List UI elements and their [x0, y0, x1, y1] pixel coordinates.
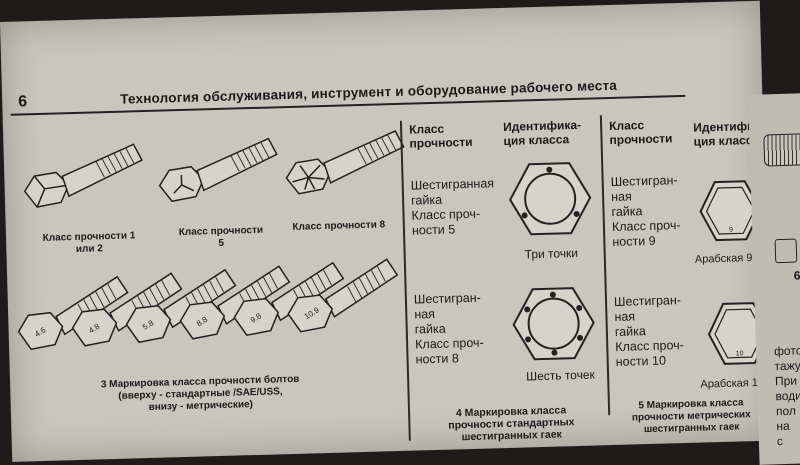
t5r1-l4: Класс проч-: [612, 218, 681, 235]
t5r1-l5: ности 9: [612, 233, 681, 250]
t5r2-l5: ности 10: [616, 353, 685, 370]
page-number: 6: [18, 93, 27, 111]
table5-row2-text: Шестигран- ная гайка Класс проч- ности 1…: [614, 293, 685, 370]
frag-6: на: [776, 418, 800, 434]
bolt-caption-3-line1: Класс прочности 8: [274, 219, 404, 235]
frag-7: с: [777, 433, 800, 449]
facing-page-text: фото тажу При води пол на с: [774, 343, 800, 449]
frag-1: фото: [774, 343, 800, 359]
figure-5-caption: 5 Маркировка класса прочности метрически…: [611, 397, 772, 437]
figure-4-caption: 4 Маркировка класса прочности стандартны…: [421, 403, 602, 444]
bolt-caption-1: Класс прочности 1 или 2: [24, 230, 155, 258]
bolt-class-8-illustration: [285, 124, 417, 208]
page-header: 6 Технология обслуживания, инструмент и …: [10, 73, 685, 116]
table4-col2-header: Идентифика- ция класса: [503, 118, 582, 148]
table4-col1-header-line2: прочности: [409, 135, 472, 151]
divider-middle: [600, 115, 610, 415]
table4-row1-text: Шестигранная гайка Класс проч- ности 5: [411, 176, 496, 238]
t4r2-l1: Шестигран-: [414, 291, 483, 308]
bolt-caption-2-line2: 5: [156, 236, 286, 252]
facing-page-hex-icon: [775, 239, 798, 264]
table5-col1-header: Класс прочности: [609, 117, 673, 147]
table5-col1-header-line2: прочности: [609, 131, 672, 147]
t4r2-l4: Класс проч-: [415, 336, 484, 353]
nut-mark-10: 10: [736, 350, 744, 357]
table4-col1-header: Класс прочности: [409, 121, 473, 151]
t5r1-l1: Шестигран-: [611, 173, 680, 190]
table4-col2-header-line1: Идентифика-: [503, 118, 581, 134]
bolt-class-5-illustration: [158, 132, 290, 216]
facing-page-figure-number: 6: [793, 268, 800, 282]
table5-row1-text: Шестигран- ная гайка Класс проч- ности 9: [611, 173, 682, 250]
table5-row2-label: Арабская 10: [700, 376, 764, 393]
table5-row1-label: Арабская 9: [695, 251, 753, 268]
nut-mark-9: 9: [729, 227, 733, 234]
book-page: 6 Технология обслуживания, инструмент и …: [0, 1, 772, 462]
table4-row2-text: Шестигран- ная гайка Класс проч- ности 8: [414, 291, 485, 368]
t5r2-l4: Класс проч-: [615, 338, 684, 355]
bolt-caption-3: Класс прочности 8: [274, 219, 404, 235]
hex-nut-three-dots-icon: [509, 161, 591, 238]
frag-5: пол: [776, 403, 800, 419]
table4-col2-header-line2: ция класса: [503, 132, 581, 148]
frag-3: При: [775, 373, 800, 389]
t4r1-l1: Шестигранная: [411, 176, 495, 193]
t4r2-l5: ности 8: [415, 351, 484, 368]
table4-row2-label: Шесть точек: [526, 368, 595, 385]
bolt-caption-2: Класс прочности 5: [156, 224, 287, 252]
thread-fragment-icon: [763, 133, 800, 167]
bolt-class-1-2-illustration: [23, 138, 155, 222]
table4-row1-label: Три точки: [524, 246, 578, 262]
metric-bolt-10-9: 10.9: [287, 253, 410, 351]
t5r2-l1: Шестигран-: [614, 293, 683, 310]
hex-nut-six-dots-icon: [513, 286, 595, 363]
figure-3-caption: 3 Маркировка класса прочности болтов (вв…: [70, 373, 331, 416]
frag-2: тажу: [774, 358, 800, 374]
page-title: Технология обслуживания, инструмент и об…: [120, 78, 617, 107]
frag-4: води: [775, 388, 800, 404]
t4r1-l4: ности 5: [412, 221, 496, 238]
